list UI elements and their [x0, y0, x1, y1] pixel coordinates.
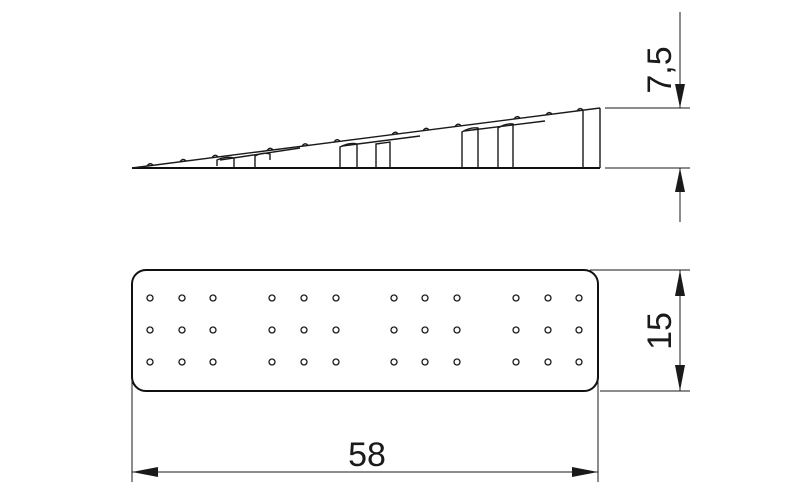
side-view [131, 107, 601, 169]
side-slot-line-c [463, 120, 546, 132]
side-bumps [146, 107, 584, 167]
slope-bump [179, 158, 187, 163]
hole [390, 358, 398, 366]
hole [268, 326, 276, 334]
arrow-right [572, 467, 598, 477]
hole [453, 358, 461, 366]
hole [332, 358, 340, 366]
thickness-label: 7,5 [641, 46, 679, 93]
hole [421, 294, 429, 302]
hole [332, 294, 340, 302]
hole [512, 326, 520, 334]
hole [512, 294, 520, 302]
hole [421, 326, 429, 334]
side-slot-3 [339, 142, 358, 168]
hole [209, 294, 217, 302]
slope-bump [513, 115, 521, 120]
dimension-width: 15 [590, 269, 690, 392]
hole [178, 358, 186, 366]
side-slot-line-a [219, 147, 301, 161]
slope-bump [545, 111, 553, 116]
hole [421, 358, 429, 366]
arrow-down [675, 84, 685, 108]
hole [512, 358, 520, 366]
side-slot-6 [497, 123, 514, 168]
hole [575, 326, 583, 334]
hole [390, 326, 398, 334]
hole [146, 326, 154, 334]
hole [390, 294, 398, 302]
hole [268, 294, 276, 302]
dimension-thickness: 7,5 [605, 12, 690, 222]
hole [300, 326, 308, 334]
slope-bump [301, 143, 309, 147]
hole [544, 326, 552, 334]
side-slot-line-b [341, 135, 421, 147]
hole [544, 358, 552, 366]
hole [300, 294, 308, 302]
width-label: 15 [641, 312, 679, 350]
slope-bump [454, 123, 462, 128]
arrow-width-top [675, 270, 685, 296]
slope-bump [391, 131, 399, 136]
hole [575, 294, 583, 302]
arrow-left [132, 467, 158, 477]
arrow-width-bottom [675, 365, 685, 391]
slope-bump [266, 147, 274, 152]
side-slot-5 [461, 127, 479, 168]
hole [178, 294, 186, 302]
hole [544, 294, 552, 302]
hole [178, 326, 186, 334]
hole [146, 294, 154, 302]
length-label: 58 [348, 436, 386, 474]
hole [575, 358, 583, 366]
slope-bump [422, 127, 430, 132]
side-slot-4 [375, 141, 391, 168]
hole [453, 326, 461, 334]
side-slope-line [131, 107, 601, 169]
hole [146, 358, 154, 366]
hole-grid [146, 294, 583, 366]
hole [300, 358, 308, 366]
slope-bump [333, 139, 341, 143]
slope-bump [211, 154, 219, 159]
side-slot-2 [254, 152, 271, 168]
hole [209, 326, 217, 334]
hole [332, 326, 340, 334]
arrow-up [675, 168, 685, 192]
slope-bump [576, 107, 584, 112]
dimension-length: 58 [131, 380, 599, 482]
hole [268, 358, 276, 366]
hole [453, 294, 461, 302]
top-view [131, 269, 599, 392]
slope-bump [146, 162, 154, 167]
hole [209, 358, 217, 366]
plate-outline [131, 269, 599, 392]
